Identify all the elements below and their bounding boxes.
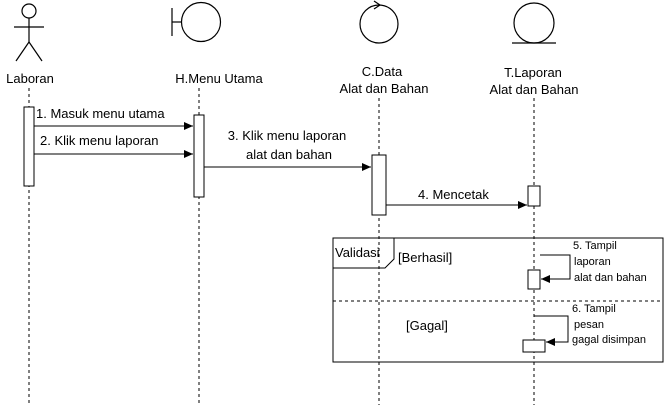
message-6-label-line3: gagal disimpan [572, 334, 646, 346]
message-2-label: 2. Klik menu laporan [40, 133, 159, 148]
guard-fail: [Gagal] [406, 318, 448, 333]
boundary-icon [171, 1, 222, 43]
message-3-label-line2: alat dan bahan [245, 147, 333, 162]
actor-icon [14, 3, 44, 62]
lifeline-label-laporan-line1: T.Laporan [504, 65, 562, 80]
activation-menu-utama [193, 114, 205, 198]
lifeline-label-data-alat-line1: C.Data [361, 64, 403, 79]
guard-success: [Berhasil] [398, 250, 453, 265]
entity-icon [512, 2, 556, 44]
activation-laporan-3 [522, 339, 546, 353]
alt-fragment [332, 237, 664, 363]
message-1-label: 1. Masuk menu utama [36, 106, 165, 121]
activation-laporan-1 [527, 185, 541, 207]
lifeline-label-data-alat-line2: Alat dan Bahan [339, 81, 429, 96]
message-6-arrow [534, 315, 569, 346]
lifeline-label-menu-utama: H.Menu Utama [175, 71, 263, 86]
message-5-arrow [540, 254, 571, 283]
message-5-label-line1: 5. Tampil [573, 240, 617, 252]
message-5-label-line2: laporan [574, 256, 611, 268]
lifeline-label-laporan-line2: Alat dan Bahan [489, 82, 579, 97]
message-6-label-line2: pesan [574, 319, 604, 331]
message-6-label-line1: 6. Tampil [572, 303, 616, 315]
activation-laboran [23, 106, 35, 187]
activation-laporan-2 [527, 269, 541, 290]
message-5-label-line3: alat dan bahan [574, 272, 647, 284]
lifeline-label-laboran: Laboran [6, 71, 54, 86]
activation-data-alat [371, 154, 387, 216]
control-icon [359, 0, 399, 44]
fragment-operator: Validasi [335, 245, 380, 260]
message-3-label-line1: 3. Klik menu laporan [227, 128, 347, 143]
message-4-label: 4. Mencetak [418, 187, 489, 202]
